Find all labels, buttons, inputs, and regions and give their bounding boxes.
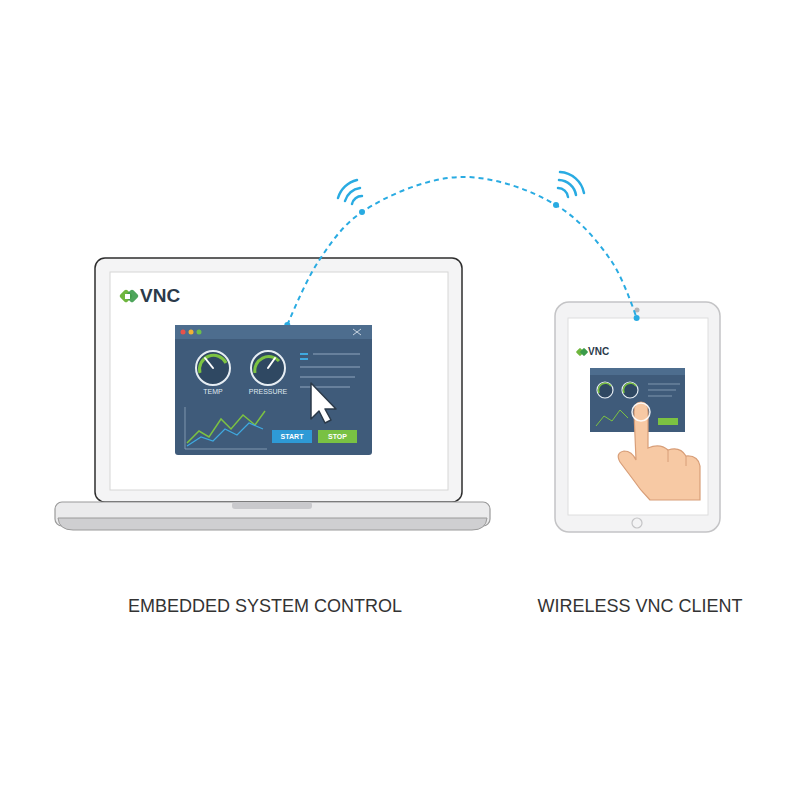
vnc-logo-text: VNC xyxy=(140,285,220,307)
vnc-logo-text: VNC xyxy=(588,346,628,358)
wifi-icon xyxy=(352,196,362,204)
app-window-art xyxy=(197,330,202,335)
laptop xyxy=(95,258,462,502)
tablet-screen-art xyxy=(618,402,700,500)
tablet-screen-art xyxy=(597,382,613,398)
tablet-screen-art xyxy=(590,368,685,375)
app-window-art xyxy=(185,407,267,449)
wifi-icon xyxy=(553,172,584,208)
wifi-icon xyxy=(338,180,365,215)
vnc-logo-icon xyxy=(580,348,588,356)
wireless-link xyxy=(287,177,636,325)
app-window-art xyxy=(196,351,230,385)
app-window-art xyxy=(189,330,194,335)
tablet-screen-art xyxy=(658,418,678,425)
app-window-art xyxy=(200,355,226,373)
app-window-art xyxy=(300,353,308,355)
vnc-logo-icon xyxy=(119,289,139,303)
start-button: START xyxy=(272,430,312,443)
vnc-logo-icon xyxy=(125,289,139,303)
caption-label: EMBEDDED SYSTEM CONTROL xyxy=(95,596,435,617)
vnc-logo-icon xyxy=(576,348,588,356)
tablet xyxy=(555,302,720,532)
tablet xyxy=(555,302,720,532)
app-window-art xyxy=(268,358,275,368)
gauge-label: TEMP xyxy=(193,388,233,396)
caption-label: WIRELESS VNC CLIENT xyxy=(490,596,790,617)
connector-dot xyxy=(634,315,640,321)
button-label: STOP xyxy=(318,430,357,443)
app-window-art xyxy=(353,329,361,335)
tablet xyxy=(632,518,642,528)
app-window-art xyxy=(251,351,285,385)
app-window-art xyxy=(300,354,360,387)
laptop xyxy=(55,258,490,530)
tablet-screen-art xyxy=(596,410,628,426)
tablet-screen-art xyxy=(623,383,636,393)
wifi-icon xyxy=(559,180,576,195)
tablet-screen-art xyxy=(668,450,686,466)
app-window-art xyxy=(181,330,186,335)
button-label: START xyxy=(272,430,312,443)
laptop xyxy=(232,502,312,509)
wifi-icon xyxy=(345,188,360,201)
laptop-screen: VNC TEMP PRESSURE START STOP xyxy=(110,272,448,490)
tablet-screen-art xyxy=(598,383,611,393)
gauge-label: PRESSURE xyxy=(243,388,293,396)
laptop xyxy=(110,272,448,490)
wifi-icon xyxy=(338,180,357,198)
stop-button: STOP xyxy=(318,430,357,443)
tablet-screen: VNC xyxy=(568,318,708,515)
wifi-icon xyxy=(560,172,584,193)
app-window-art xyxy=(187,423,263,446)
app-window-art xyxy=(311,383,336,423)
app-window-art xyxy=(205,358,213,368)
laptop xyxy=(58,518,487,530)
tablet-screen-art xyxy=(648,384,680,396)
tablet xyxy=(568,318,708,515)
app-window-art xyxy=(175,325,372,339)
wifi-icon xyxy=(558,188,568,197)
tablet-screen-art xyxy=(590,368,700,500)
vnc-logo-icon xyxy=(125,294,130,299)
tablet-screen-art xyxy=(632,403,650,421)
app-window: TEMP PRESSURE START STOP xyxy=(175,325,372,455)
app-window-art xyxy=(255,357,279,373)
app-window-art xyxy=(300,358,308,360)
tablet-screen-art xyxy=(622,382,638,398)
